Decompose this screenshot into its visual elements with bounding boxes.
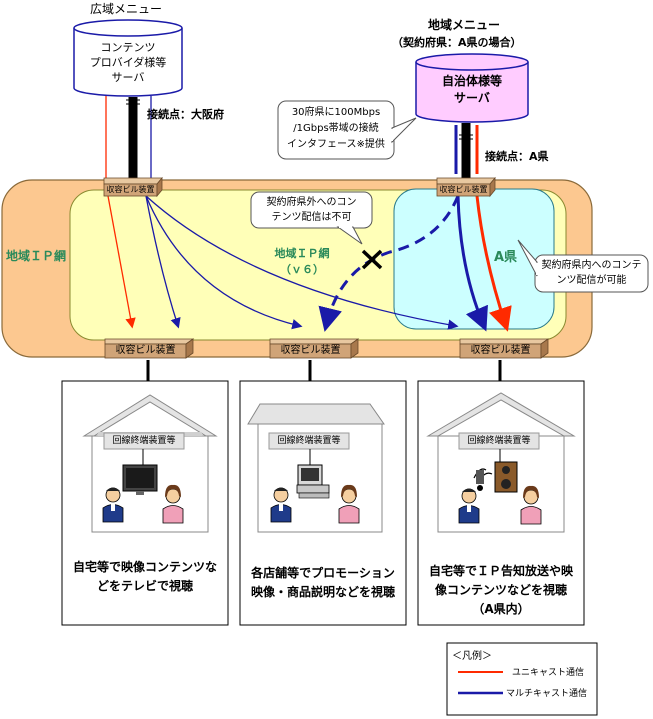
v6-network-label: 地域ＩＰ網 （ｖ６） <box>274 247 330 276</box>
tv-icon <box>122 449 158 495</box>
person-icon <box>162 484 184 524</box>
node-label: 収容ビル装置 <box>439 185 488 194</box>
equipment-label: 回線終端装置等 <box>277 436 341 446</box>
equipment-label: 回線終端装置等 <box>467 436 531 446</box>
node-label: 収容ビル装置 <box>115 345 176 356</box>
legend-title: ＜凡例＞ <box>452 651 492 662</box>
connection-point-a: 接続点：A県 <box>485 150 549 163</box>
bandwidth-callout-text: 30府県に100Mbps /1Gbps帯域の接続 インタフェース※提供 <box>287 107 385 150</box>
provider-server-label: コンテンツ プロバイダ様等 サーバ <box>89 41 167 84</box>
person-icon <box>338 484 360 524</box>
house-caption-3: 自宅等でＩＰ告知放送や映 像コンテンツなどを視聴 （A県内） <box>428 564 573 616</box>
legend-unicast-label: ユニキャスト通信 <box>512 668 585 678</box>
node-label: 収容ビル装置 <box>280 345 341 356</box>
content-provider-server <box>73 19 183 97</box>
node-label: 収容ビル装置 <box>106 185 155 194</box>
outside-callout <box>250 191 373 245</box>
municipal-server-label: 自治体様等 サーバ <box>441 74 502 105</box>
house-caption-2: 各店舗等でプロモーション 映像・商品説明などを視聴 <box>250 566 395 599</box>
regional-menu-title: 地域メニュー <box>428 18 501 32</box>
regional-menu-subtitle: （契約府県：A県の場合） <box>392 36 522 49</box>
blocked-x-mark <box>361 249 383 270</box>
node-top-left <box>103 176 163 198</box>
person-icon <box>270 487 292 523</box>
node-bottom-2 <box>269 338 360 359</box>
node-bottom-1 <box>104 338 195 359</box>
inside-callout <box>517 239 649 293</box>
speaker-icon <box>473 449 518 493</box>
pc-icon <box>296 449 330 499</box>
equipment-label: 回線終端装置等 <box>112 436 176 446</box>
house-2 <box>239 380 407 626</box>
wide-area-menu-title: 広域メニュー <box>90 2 163 16</box>
regional-ip-network-label: 地域ＩＰ網 <box>6 249 67 263</box>
node-bottom-3 <box>459 338 550 359</box>
municipal-server <box>415 53 529 123</box>
person-icon <box>458 488 480 524</box>
outside-callout-text: 契約府県外へのコン テンツ配信は不可 <box>266 197 357 223</box>
person-icon <box>520 485 542 525</box>
legend-box <box>446 642 598 716</box>
legend-multicast-label: マルチキャスト通信 <box>506 689 588 699</box>
connection-point-osaka: 接続点：大阪府 <box>147 108 224 121</box>
node-top-right <box>436 176 496 198</box>
prefecture-a-label: A県 <box>494 250 518 265</box>
bandwidth-callout <box>277 100 417 160</box>
inside-callout-text: 契約府県内へのコンテ ンツ配信が可能 <box>541 260 642 286</box>
node-label: 収容ビル装置 <box>470 345 531 356</box>
house-caption-1: 自宅等で映像コンテンツな どをテレビで視聴 <box>72 560 217 593</box>
person-icon <box>102 487 124 523</box>
